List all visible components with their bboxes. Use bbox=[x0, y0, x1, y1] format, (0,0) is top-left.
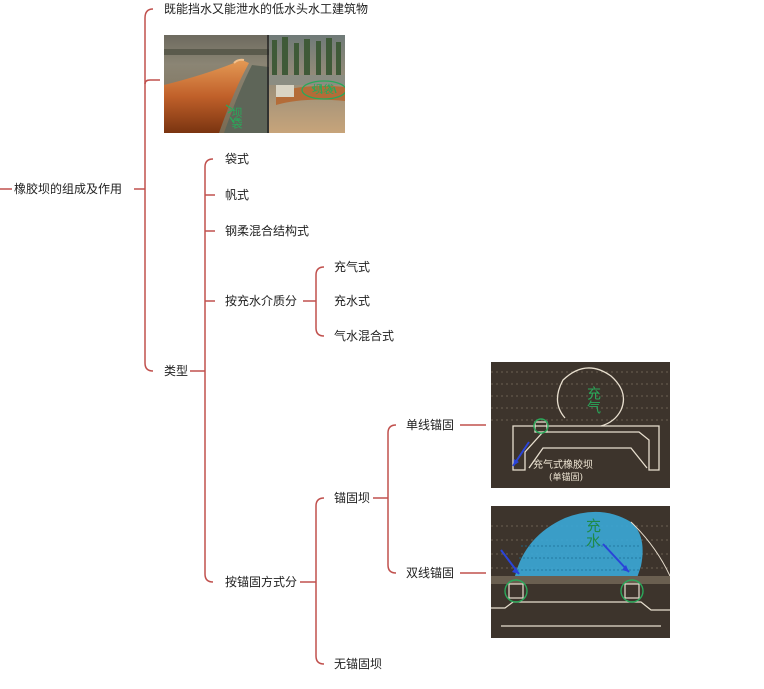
photo-note-right: 坝袋 bbox=[312, 83, 334, 96]
root-node[interactable]: 橡胶坝的组成及作用 bbox=[14, 182, 123, 196]
single-anchor-figure: 充气式橡胶坝 (单锚固) 充气 bbox=[491, 362, 670, 488]
rubber-dam-photo: 坝袋 坝袋 bbox=[164, 35, 345, 133]
single-figure-subcaption: (单锚固) bbox=[549, 473, 584, 483]
double-figure-note: 充水 bbox=[584, 518, 602, 548]
double-anchor-node[interactable]: 双线锚固 bbox=[406, 566, 455, 580]
single-anchor-node[interactable]: 单线锚固 bbox=[406, 418, 455, 432]
type-bag-node[interactable]: 袋式 bbox=[225, 152, 250, 166]
medium-mixed-node[interactable]: 气水混合式 bbox=[334, 329, 395, 343]
type-sail-node[interactable]: 帆式 bbox=[225, 188, 250, 202]
anchored-dam-node[interactable]: 锚固坝 bbox=[334, 491, 371, 505]
types-node[interactable]: 类型 bbox=[164, 364, 189, 378]
by-anchor-node[interactable]: 按锚固方式分 bbox=[225, 575, 298, 589]
medium-water-node[interactable]: 充水式 bbox=[334, 294, 371, 308]
unanchored-dam-node[interactable]: 无锚固坝 bbox=[334, 657, 383, 671]
type-steel-flexible-node[interactable]: 钢柔混合结构式 bbox=[225, 224, 310, 238]
single-figure-caption: 充气式橡胶坝 bbox=[533, 460, 593, 471]
double-anchor-figure: 充水 bbox=[491, 506, 670, 638]
photo-note-left: 坝袋 bbox=[230, 107, 243, 129]
single-figure-note: 充气 bbox=[585, 386, 601, 414]
medium-air-node[interactable]: 充气式 bbox=[334, 260, 371, 274]
by-medium-node[interactable]: 按充水介质分 bbox=[225, 294, 298, 308]
purpose-node[interactable]: 既能挡水又能泄水的低水头水工建筑物 bbox=[164, 2, 369, 16]
